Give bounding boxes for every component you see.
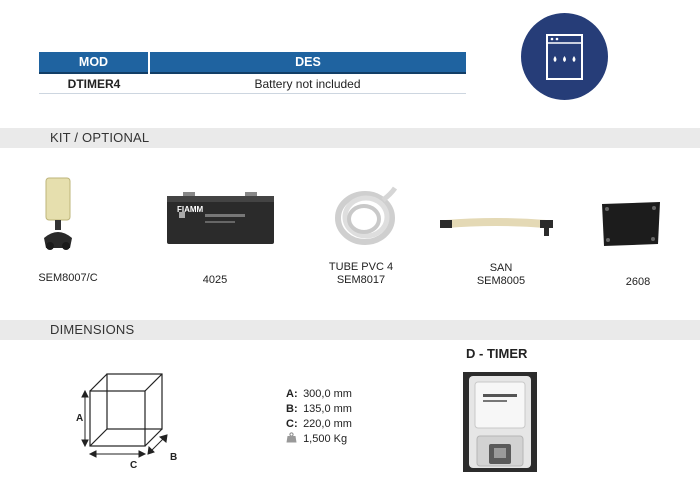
dimension-a: A: 300,0 mm <box>286 388 352 400</box>
box-label-b: B <box>170 452 178 463</box>
kit-label-5: 2608 <box>625 276 651 288</box>
header-mod: MOD <box>39 52 150 73</box>
battery-icon: FIAMM <box>165 188 276 248</box>
tube-coil-icon <box>333 184 398 248</box>
box-label-c: C <box>130 460 138 471</box>
section-dimensions-bar: DIMENSIONS <box>0 320 700 340</box>
kit-label-1: SEM8007/C <box>38 272 98 284</box>
section-dimensions-title: DIMENSIONS <box>50 322 135 337</box>
table-row: DTIMER4 Battery not included <box>39 73 466 94</box>
header-des: DES <box>149 52 466 73</box>
mounting-plate-icon <box>598 200 664 248</box>
model-table: MOD DES DTIMER4 Battery not included <box>39 52 466 94</box>
suction-lance-icon <box>440 212 553 238</box>
battery-brand: FIAMM <box>177 205 204 214</box>
dimension-box-diagram: A C B <box>70 366 195 472</box>
float-valve-icon <box>38 176 78 254</box>
weight-row: 1,500 Kg <box>286 432 352 447</box>
kit-label-4: SAN <box>489 262 513 274</box>
weight-icon <box>286 432 300 447</box>
kit-label-3-code: SEM8017 <box>336 274 386 286</box>
product-title: D - TIMER <box>466 346 528 361</box>
section-kit-bar: KIT / OPTIONAL <box>0 128 700 148</box>
box-label-a: A <box>76 413 84 424</box>
kit-label-4-code: SEM8005 <box>476 275 526 287</box>
dimension-b: B: 135,0 mm <box>286 403 352 415</box>
d-timer-device <box>463 372 537 472</box>
cell-des: Battery not included <box>149 73 466 94</box>
kit-label-2: 4025 <box>202 274 228 286</box>
dimension-c: C: 220,0 mm <box>286 418 352 430</box>
dishwasher-drops-icon <box>521 13 608 100</box>
cell-mod: DTIMER4 <box>39 73 149 94</box>
section-kit-title: KIT / OPTIONAL <box>50 130 150 145</box>
dimensions-list: A: 300,0 mm B: 135,0 mm C: 220,0 mm 1,50… <box>286 387 352 447</box>
kit-label-3: TUBE PVC 4 <box>328 261 394 273</box>
